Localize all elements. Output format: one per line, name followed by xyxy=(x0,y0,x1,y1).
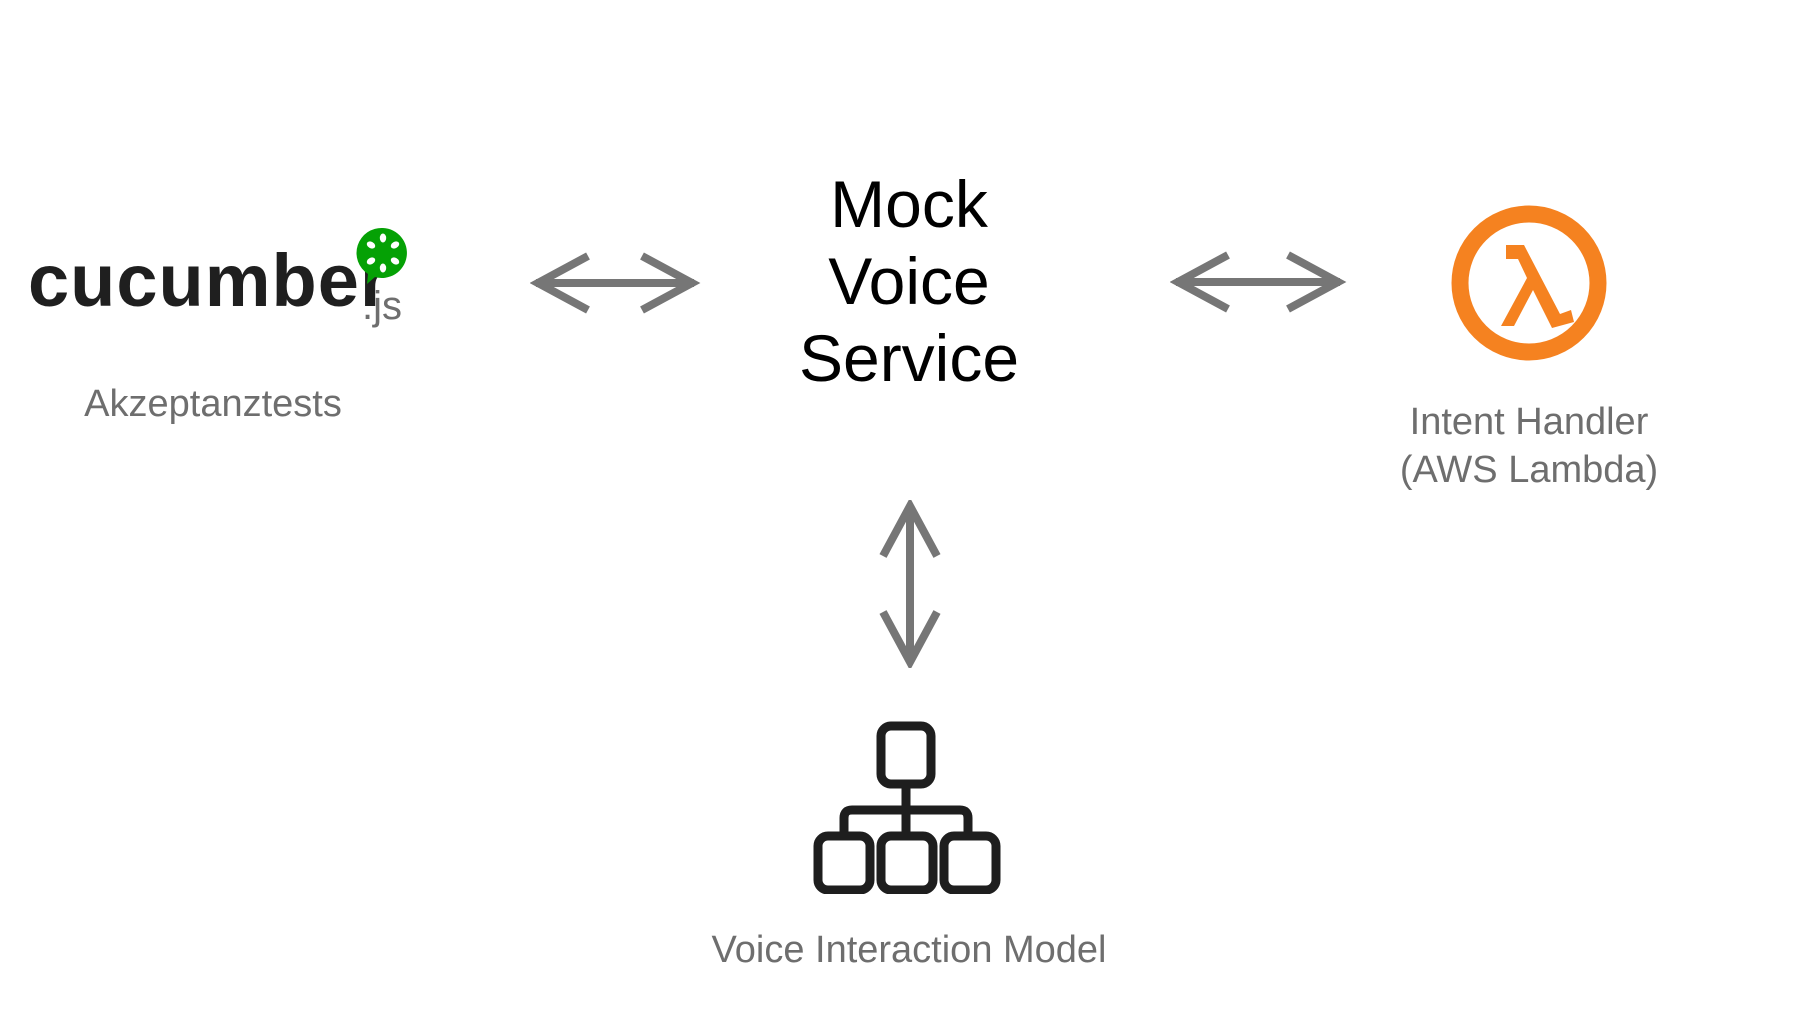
mock-voice-service-node: Mock Voice Service xyxy=(799,166,1019,397)
cucumber-logo-suffix: .js xyxy=(362,284,402,328)
double-arrow-horizontal-icon xyxy=(1170,251,1347,313)
intent-handler-line: Intent Handler xyxy=(1409,401,1649,443)
double-arrow-horizontal-icon xyxy=(530,252,701,314)
intent-handler-line: (AWS Lambda) xyxy=(1399,449,1659,491)
intent-handler-label: Intent Handler (AWS Lambda) xyxy=(1400,398,1658,494)
double-arrow-vertical-icon xyxy=(879,500,941,668)
hierarchy-icon xyxy=(813,721,1001,894)
cucumber-logo-text: cucumber xyxy=(28,239,390,322)
voice-interaction-model-label: Voice Interaction Model xyxy=(711,929,1107,971)
node-title-line: Voice xyxy=(828,244,990,318)
aws-lambda-icon xyxy=(1451,205,1607,361)
node-title-line: Mock xyxy=(830,167,988,241)
node-title-line: Service xyxy=(798,321,1020,395)
akzeptanztests-label: Akzeptanztests xyxy=(84,383,342,425)
cucumber-icon xyxy=(356,227,407,284)
